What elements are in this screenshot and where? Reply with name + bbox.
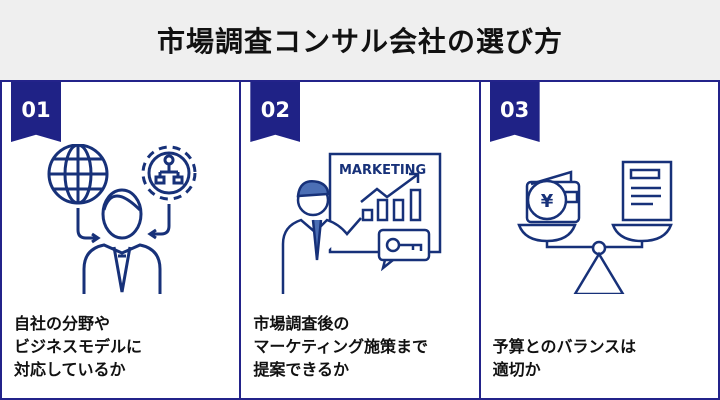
- text-line: 市場調査後の: [253, 314, 350, 333]
- text-line: マーケティング施策まで: [253, 337, 429, 356]
- spacer: [493, 312, 637, 335]
- panel-text: 市場調査後の マーケティング施策まで 提案できるか: [253, 312, 428, 381]
- header: 市場調査コンサル会社の選び方: [0, 0, 720, 80]
- text-line: 予算とのバランスは: [492, 337, 637, 356]
- number-badge: 03: [489, 82, 540, 142]
- text-line: 提案できるか: [253, 360, 350, 379]
- text-line: 適切か: [492, 360, 541, 379]
- text-line: 対応しているか: [14, 360, 126, 379]
- number-badge: 01: [11, 82, 61, 142]
- page-title: 市場調査コンサル会社の選び方: [156, 25, 563, 58]
- panels: 01 自社の分野や ビジネスモデルに 対応しているか 02 MARKETING: [0, 80, 720, 400]
- marketing-presenter-icon: MARKETING: [282, 152, 442, 294]
- yen-symbol: ¥: [540, 191, 553, 212]
- panel-2: 02 MARKETING 市場調査後の マーケティング施策まで 提案できるか: [241, 82, 481, 398]
- panel-3: 03 ¥ 予算とのバランスは 適切か: [481, 82, 718, 398]
- person-globe-gear-icon: [47, 144, 197, 294]
- text-line: ビジネスモデルに: [14, 337, 143, 356]
- number-badge: 02: [250, 82, 301, 142]
- panel-text: 自社の分野や ビジネスモデルに 対応しているか: [14, 312, 142, 381]
- balance-scale-icon: ¥: [516, 160, 673, 294]
- panel-1: 01 自社の分野や ビジネスモデルに 対応しているか: [2, 82, 242, 398]
- board-label: MARKETING: [339, 163, 426, 178]
- text-line: 自社の分野や: [14, 314, 111, 333]
- panel-text: 予算とのバランスは 適切か: [493, 312, 637, 381]
